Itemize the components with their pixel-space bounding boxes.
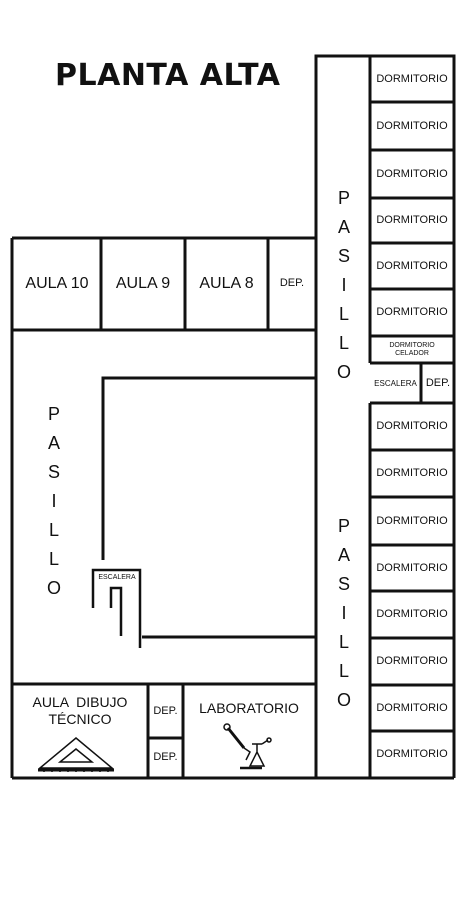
- pasillo-letter: L: [338, 333, 349, 353]
- pasillo-letter: O: [336, 690, 351, 710]
- room-dormitorio-10: DORMITORIO: [376, 561, 448, 574]
- pasillo-letter: S: [47, 462, 60, 482]
- pasillo-label-left: P A S I L L O: [44, 400, 64, 603]
- pasillo-letter: A: [47, 433, 60, 453]
- pasillo-letter: O: [336, 362, 351, 382]
- room-dep-bottom-1: DEP.: [153, 705, 178, 718]
- pasillo-letter: L: [338, 304, 349, 324]
- pasillo-letter: P: [337, 516, 350, 536]
- room-dormitorio-3: DORMITORIO: [376, 167, 448, 180]
- pasillo-letter: A: [337, 545, 350, 565]
- room-escalera-left: ESCALERA: [98, 573, 136, 581]
- plan-title: PLANTA ALTA: [55, 58, 281, 93]
- pasillo-letter: L: [48, 520, 59, 540]
- room-aula-8: AULA 8: [199, 275, 254, 293]
- room-dep-bottom-2: DEP.: [153, 751, 178, 764]
- pasillo-letter: P: [47, 404, 60, 424]
- pasillo-letter: S: [337, 246, 350, 266]
- room-dormitorio-8: DORMITORIO: [376, 467, 448, 480]
- pasillo-letter: S: [337, 574, 350, 594]
- room-escalera-right: ESCALERA: [374, 378, 417, 388]
- room-dormitorio-11: DORMITORIO: [376, 608, 448, 621]
- room-dep-top: DEP.: [279, 277, 305, 290]
- pasillo-letter: L: [48, 549, 59, 569]
- room-dormitorio-celador: DORMITORIO CELADOR: [371, 337, 453, 363]
- drafting-triangle-icon: [37, 737, 115, 772]
- pasillo-letter: O: [46, 578, 61, 598]
- pasillo-letter: A: [337, 217, 350, 237]
- room-laboratorio: LABORATORIO: [199, 699, 299, 716]
- pasillo-letter: L: [338, 632, 349, 652]
- pasillo-label-lower: P A S I L L O: [334, 512, 354, 715]
- room-dormitorio-9: DORMITORIO: [376, 514, 448, 527]
- pasillo-letter: I: [341, 603, 347, 623]
- room-dep-right: DEP.: [425, 376, 451, 389]
- room-dormitorio-1: DORMITORIO: [376, 73, 448, 86]
- room-dormitorio-6: DORMITORIO: [376, 306, 448, 319]
- aula-dibujo-line1: AULA DIBUJO: [32, 694, 128, 711]
- microscope-flask-icon: [223, 723, 272, 770]
- pasillo-label-upper: P A S I L L O: [334, 184, 354, 387]
- dormitorio-celador-line1: DORMITORIO: [389, 341, 435, 349]
- room-dormitorio-7: DORMITORIO: [376, 420, 448, 433]
- pasillo-letter: I: [51, 491, 57, 511]
- room-dormitorio-4: DORMITORIO: [376, 214, 448, 227]
- room-dormitorio-13: DORMITORIO: [376, 701, 448, 714]
- pasillo-letter: P: [337, 188, 350, 208]
- pasillo-letter: I: [341, 275, 347, 295]
- room-aula-dibujo-tecnico: AULA DIBUJO TÉCNICO: [14, 690, 146, 732]
- room-dormitorio-5: DORMITORIO: [376, 259, 448, 272]
- aula-dibujo-line2: TÉCNICO: [48, 711, 112, 727]
- pasillo-letter: L: [338, 661, 349, 681]
- room-dormitorio-2: DORMITORIO: [376, 119, 448, 132]
- room-dormitorio-12: DORMITORIO: [376, 655, 448, 668]
- room-aula-9: AULA 9: [115, 275, 171, 293]
- dormitorio-celador-line2: CELADOR: [395, 350, 429, 357]
- room-aula-10: AULA 10: [25, 275, 89, 293]
- room-dormitorio-14: DORMITORIO: [376, 747, 448, 760]
